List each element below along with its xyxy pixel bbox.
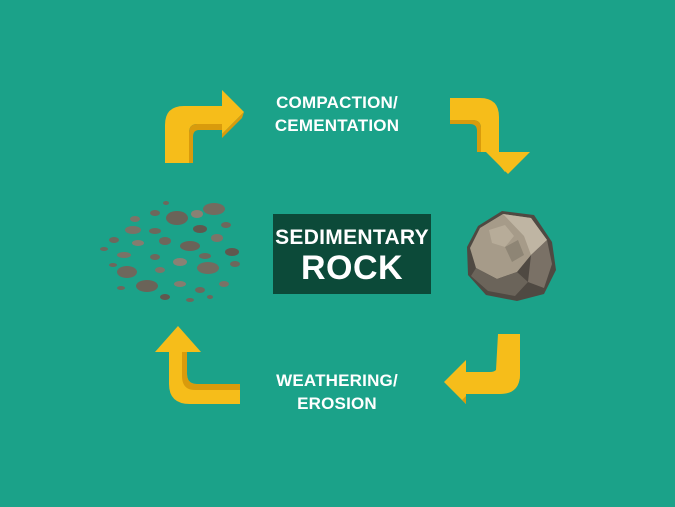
arrow-bottom-left [155,326,240,404]
center-title-line2: ROCK [300,249,404,287]
step-label-weathering-line2: EROSION [297,394,377,413]
step-label-compaction: COMPACTION/ CEMENTATION [252,91,422,137]
arrow-bottom-right [444,334,520,404]
sedimentary-rock-chunk [467,211,556,301]
step-label-weathering: WEATHERING/ EROSION [252,369,422,415]
step-label-weathering-line1: WEATHERING/ [276,371,398,390]
arrow-top-right [450,98,530,174]
step-label-compaction-line2: CEMENTATION [274,116,400,135]
center-title-line1: SEDIMENTARY [275,226,429,249]
step-label-compaction-line1: COMPACTION/ [276,93,398,112]
arrow-top-left [165,90,244,163]
center-title-box: SEDIMENTARY ROCK [273,214,431,294]
sediment-pebbles [100,201,240,302]
